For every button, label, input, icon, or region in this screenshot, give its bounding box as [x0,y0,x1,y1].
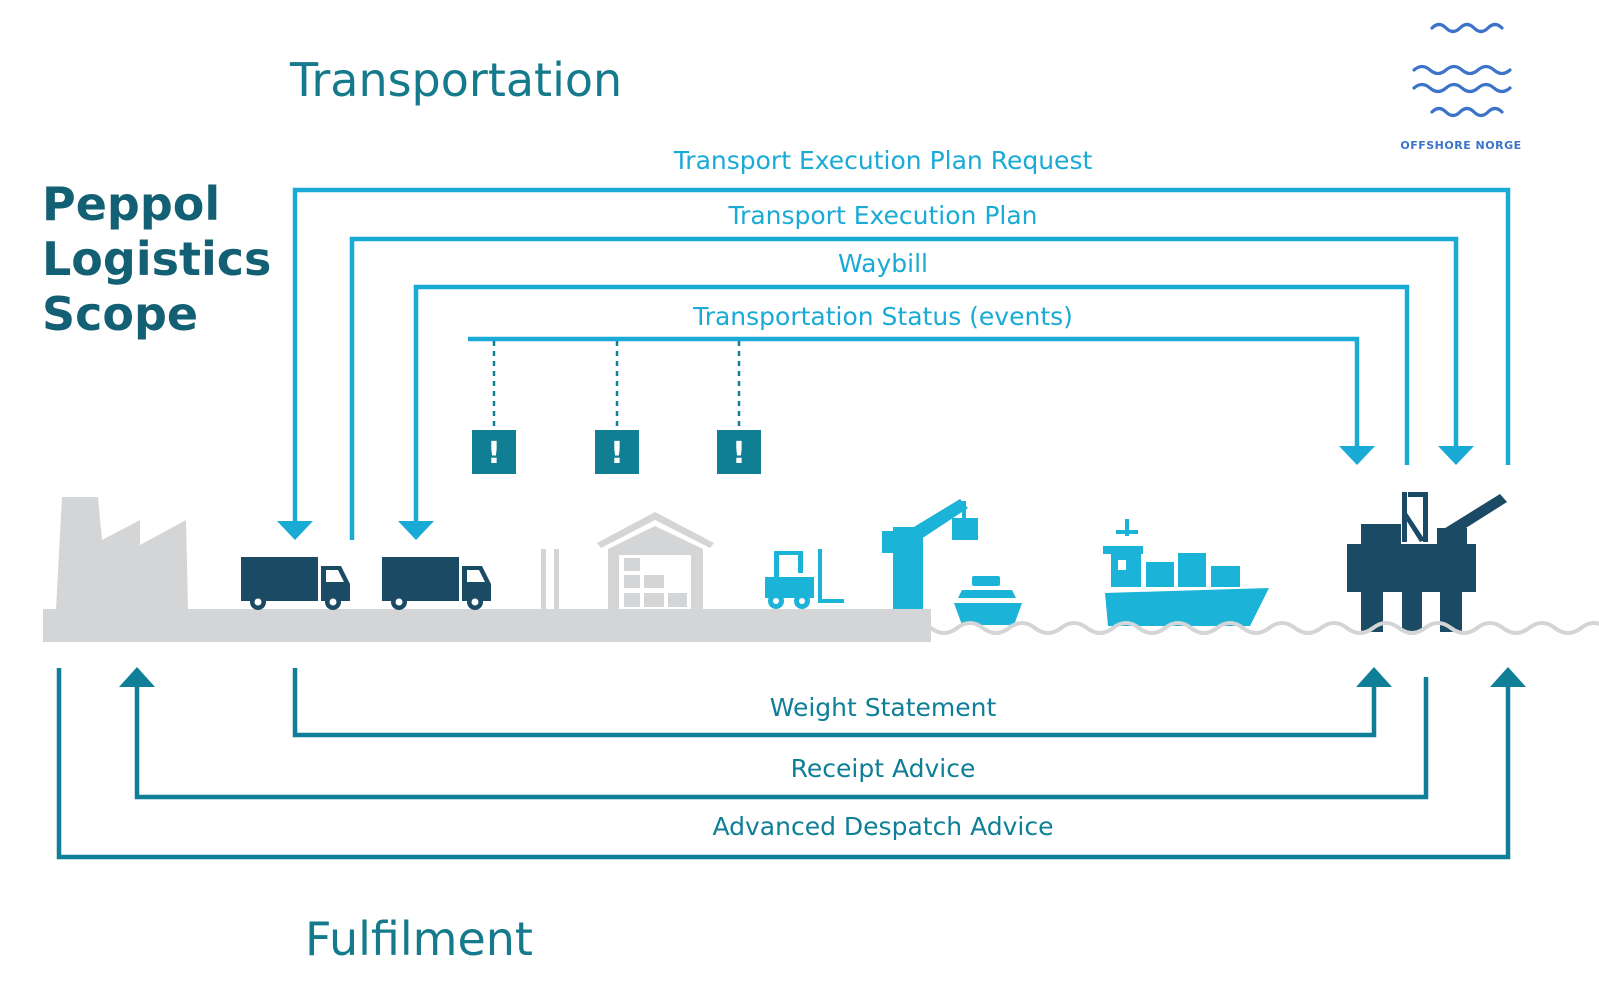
scope-title: Peppol Logistics Scope [42,177,271,341]
alert-box-3 [717,430,761,474]
arrowhead-despatch [1490,667,1526,687]
transport-flow-labels: Transport Execution Plan Request Transpo… [673,146,1093,331]
flow-line-receipt [134,677,1429,800]
gate-posts [541,549,559,609]
transportation-heading: Transportation [289,53,622,107]
quay-ground [43,609,931,642]
label-tep-request: Transport Execution Plan Request [673,146,1093,175]
truck-icon [382,557,491,610]
label-weight-statement: Weight Statement [770,693,997,722]
offshore-norge-logo: OFFSHORE NORGE [1400,22,1521,152]
scope-title-line2: Logistics [42,232,271,286]
scope-title-line3: Scope [42,287,198,341]
flow-line-waybill [413,284,1410,527]
arrowhead-plan [1438,446,1474,465]
flow-line-status [468,336,1360,452]
arrowhead-receipt [119,667,155,687]
alert-icon-2: ! [610,436,624,471]
truck-icon [241,557,350,610]
label-despatch-advice: Advanced Despatch Advice [712,812,1053,841]
boat-icon [954,576,1022,625]
container-ship-icon [1103,519,1269,626]
fulfilment-flows [56,668,1511,860]
transport-flows [292,187,1511,540]
fulfilment-flow-labels: Weight Statement Receipt Advice Advanced… [712,693,1053,841]
fulfilment-arrowheads [119,667,1526,687]
transport-arrowheads [277,446,1474,540]
logo-text: OFFSHORE NORGE [1400,139,1521,152]
oil-platform-icon [1347,492,1507,632]
label-transport-status: Transportation Status (events) [692,302,1073,331]
arrowhead-status [1339,446,1375,465]
flow-line-plan [349,236,1459,540]
label-tep: Transport Execution Plan [727,201,1037,230]
forklift-icon [765,549,844,609]
water-waves [929,621,1599,635]
waves-icon [1412,22,1512,118]
scope-title-line1: Peppol [42,177,220,231]
fulfilment-heading: Fulfilment [305,912,533,966]
alert-icon-1: ! [487,436,501,471]
alert-box-1 [472,430,516,474]
status-event-lines [492,341,741,430]
warehouse-icon [597,512,714,609]
flow-line-request [292,187,1511,527]
alert-icon-3: ! [732,436,746,471]
arrowhead-weight [1356,667,1392,687]
crane-icon [882,499,978,609]
factory-icon [56,497,188,609]
status-event-markers: ! ! ! [472,430,761,474]
arrowhead-request [277,521,313,540]
alert-box-2 [595,430,639,474]
flow-line-weight [292,668,1377,738]
label-receipt-advice: Receipt Advice [791,754,976,783]
label-waybill: Waybill [838,249,928,278]
arrowhead-waybill [398,521,434,540]
flow-line-despatch [56,668,1511,860]
